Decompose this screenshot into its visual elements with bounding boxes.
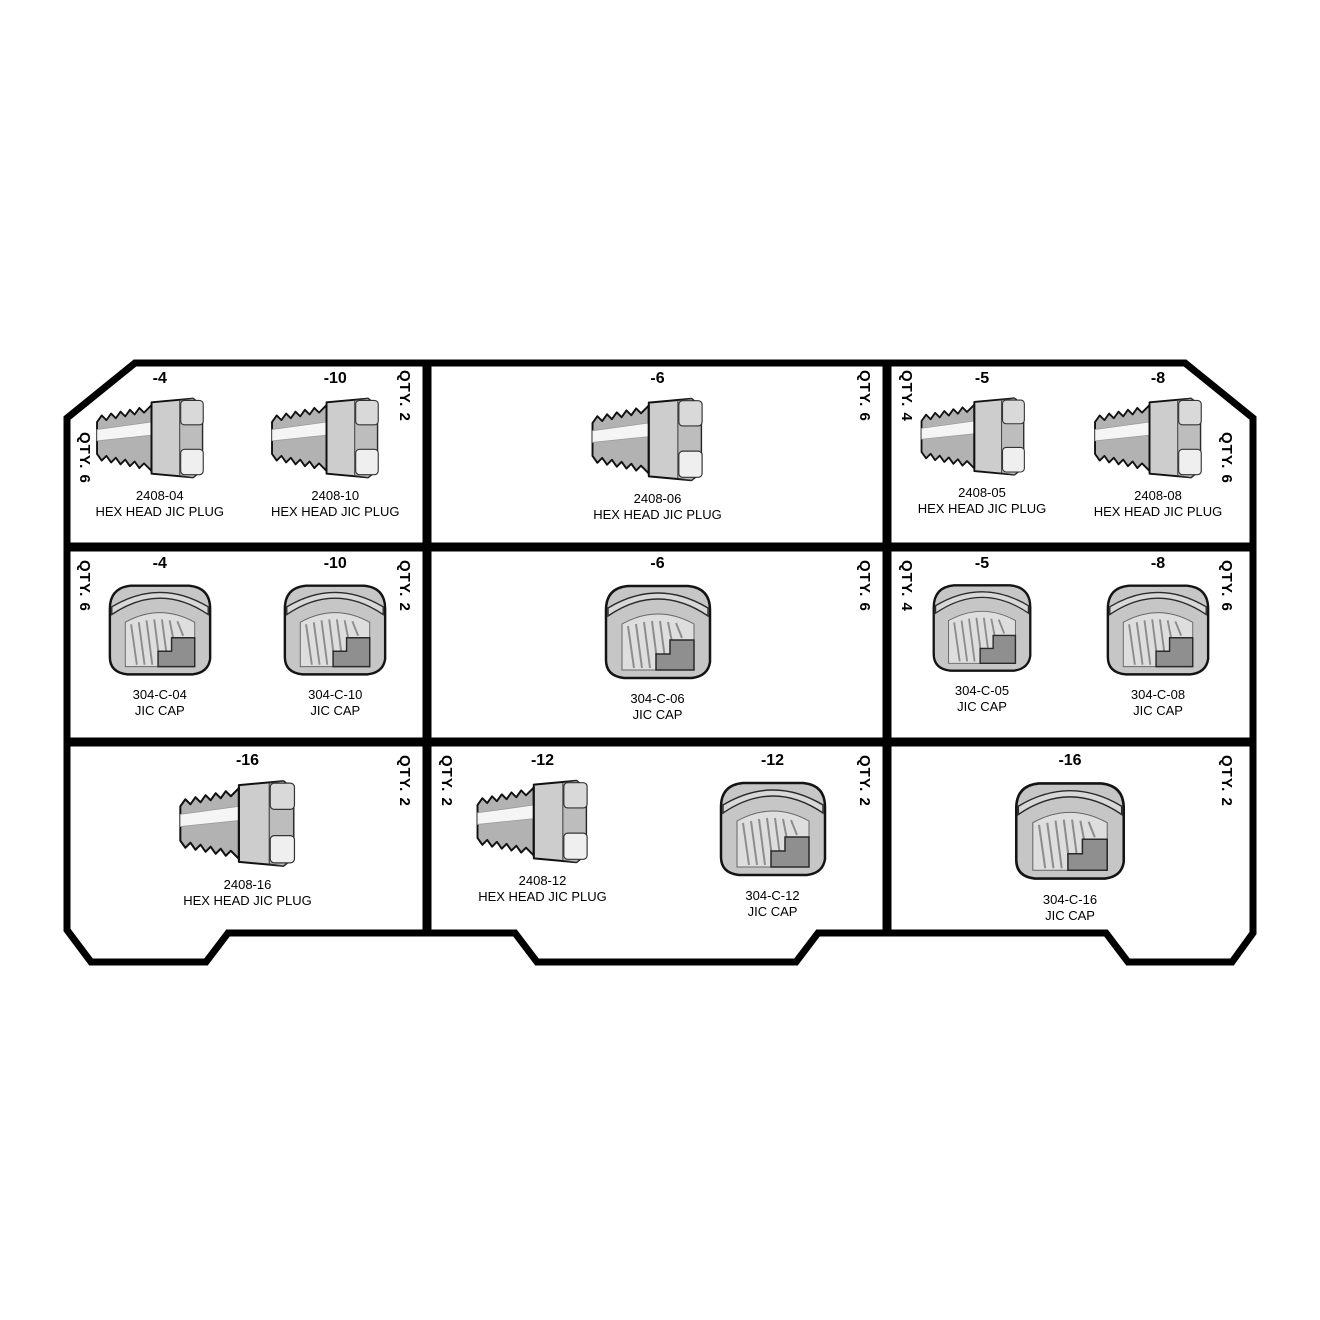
part-item: -4 304-C-04 JIC CAP [75,555,245,720]
hex-head-jic-plug-icon [95,397,204,479]
compartment-r1c3: -5 2408-05 HEX HEAD JIC PLUG -8 [895,370,1245,521]
part-number: 304-C-08 [1130,687,1186,702]
size-label: -8 [1150,370,1166,387]
qty-label: QTY. 2 [396,755,413,807]
part-item: -5 304-C-05 JIC CAP [897,555,1067,716]
part-description: JIC CAP [1045,908,1095,924]
size-label: -4 [152,370,167,387]
qty-label: QTY. 4 [898,560,915,612]
part-description: JIC CAP [310,703,361,719]
qty-label: QTY. 2 [396,560,413,612]
part-item: -4 2408-04 HEX HEAD JIC PLUG [75,370,245,521]
part-item: -5 2408-05 HEX HEAD JIC PLUG [897,370,1067,518]
qty-label: QTY. 2 [856,755,873,807]
hex-head-jic-plug-icon [178,780,295,867]
qty-label: QTY. 2 [1218,755,1235,807]
part-item: -16 2408-16 HEX HEAD JIC PLUG [163,752,333,910]
part-number: 304-C-05 [954,683,1010,698]
size-label: -12 [530,752,555,769]
size-label: -16 [235,752,260,769]
part-description: JIC CAP [632,707,683,723]
part-item: -12 304-C-12 JIC CAP [688,752,858,921]
qty-label: QTY. 6 [76,560,93,612]
part-description: HEX HEAD JIC PLUG [183,893,312,909]
size-label: -6 [650,370,665,387]
part-item: -10 304-C-10 JIC CAP [251,555,421,720]
hex-head-jic-plug-icon [591,397,703,482]
size-label: -10 [323,370,347,387]
part-description: JIC CAP [957,699,1007,715]
part-description: JIC CAP [747,904,798,920]
part-number: 2408-04 [135,488,184,503]
part-item: -12 2408-12 HEX HEAD JIC PLUG [458,752,628,906]
compartment-r3c3: -16 304-C-16 JIC CAP [895,752,1245,925]
jic-cap-icon [108,584,212,676]
compartment-r3c1: -16 2408-16 HEX HEAD JIC PLUG [75,752,420,910]
size-label: -5 [974,555,990,572]
jic-cap-icon [932,584,1032,672]
size-label: -12 [760,752,785,769]
part-description: HEX HEAD JIC PLUG [593,507,722,523]
jic-cap-icon [1014,782,1126,880]
part-number: 304-C-06 [630,691,685,706]
size-label: -16 [1058,752,1082,769]
size-label: -4 [152,555,167,572]
compartment-r2c3: -5 304-C-05 JIC CAP -8 [895,555,1245,720]
qty-label: QTY. 2 [396,370,413,422]
hex-head-jic-plug-icon [920,397,1025,476]
size-label: -10 [323,555,347,572]
compartment-r1c1: -4 2408-04 HEX HEAD JIC PLUG -10 [75,370,420,521]
qty-label: QTY. 6 [856,370,873,422]
jic-cap-icon [604,584,711,680]
size-label: -5 [974,370,990,387]
part-number: 2408-16 [223,877,272,892]
part-description: HEX HEAD JIC PLUG [95,504,225,520]
part-number: 2408-12 [518,873,567,888]
part-description: HEX HEAD JIC PLUG [270,504,400,520]
qty-label: QTY. 6 [76,432,93,484]
compartment-r3c2: -12 2408-12 HEX HEAD JIC PLUG -12 [435,752,880,921]
part-number: 2408-08 [1134,488,1182,503]
part-number: 304-C-12 [745,888,800,903]
hex-head-jic-plug-icon [271,397,380,479]
jic-cap-icon [283,584,387,676]
compartment-r2c2: -6 304-C-06 JIC CAP [435,555,880,724]
part-number: 2408-05 [958,485,1006,500]
part-description: HEX HEAD JIC PLUG [917,501,1047,517]
compartment-r1c2: -6 2408-06 HEX HEAD JIC PLUG [435,370,880,524]
qty-label: QTY. 4 [898,370,915,422]
part-description: HEX HEAD JIC PLUG [478,889,607,905]
jic-cap-icon [719,781,826,877]
part-item: -16 304-C-16 JIC CAP [985,752,1155,925]
hex-head-jic-plug-icon [476,779,588,864]
part-item: -10 2408-10 HEX HEAD JIC PLUG [251,370,421,521]
part-number: 304-C-16 [1042,892,1098,907]
jic-cap-icon [1106,584,1210,676]
part-item: -8 2408-08 HEX HEAD JIC PLUG [1073,370,1243,521]
qty-label: QTY. 6 [1218,432,1235,484]
part-description: HEX HEAD JIC PLUG [1093,504,1223,520]
hex-head-jic-plug-icon [1094,397,1202,479]
part-description: JIC CAP [1133,703,1183,719]
part-number: 2408-10 [311,488,360,503]
part-number: 304-C-10 [308,687,363,702]
part-description: JIC CAP [134,703,185,719]
part-item: -6 304-C-06 JIC CAP [573,555,743,724]
compartment-r2c1: -4 304-C-04 JIC CAP -10 [75,555,420,720]
qty-label: QTY. 2 [438,755,455,807]
part-number: 304-C-04 [132,687,187,702]
part-number: 2408-06 [633,491,682,506]
part-item: -8 304-C-08 JIC CAP [1073,555,1243,720]
size-label: -6 [650,555,665,572]
size-label: -8 [1150,555,1166,572]
qty-label: QTY. 6 [856,560,873,612]
qty-label: QTY. 6 [1218,560,1235,612]
part-item: -6 2408-06 HEX HEAD JIC PLUG [573,370,743,524]
